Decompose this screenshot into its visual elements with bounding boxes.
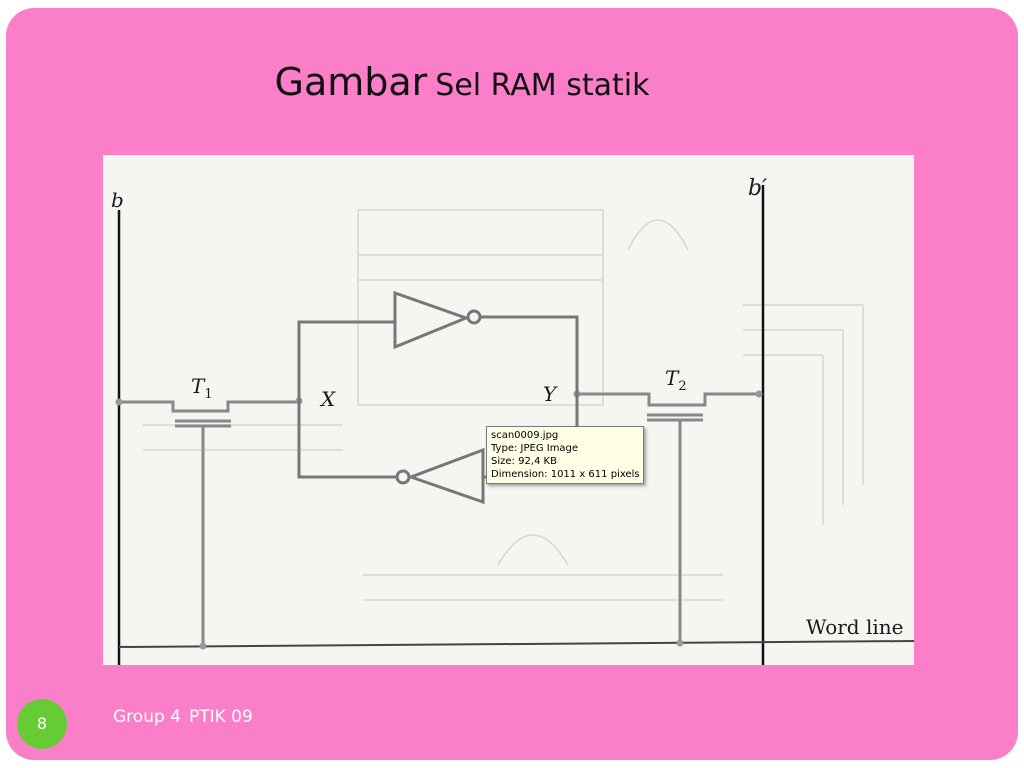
footer-course: PTIK 09 [188, 707, 253, 727]
label-word-line: Word line [806, 615, 903, 639]
page-number-badge: 8 [17, 699, 67, 749]
slide-footer: Group 4 PTIK 09 [113, 707, 253, 727]
inverter-top [297, 290, 579, 401]
footer-group: Group 4 [113, 707, 181, 727]
title-main: Gambar [274, 60, 428, 104]
sram-cell-figure[interactable]: b b′ T1 T2 X Y Word line [103, 155, 914, 665]
word-line [118, 640, 914, 648]
transistor-t1 [119, 400, 299, 647]
file-info-tooltip: scan0009.jpg Type: JPEG Image Size: 92,4… [486, 426, 644, 484]
label-x: X [319, 387, 336, 411]
label-t1: T1 [191, 374, 213, 402]
label-y: Y [543, 382, 558, 406]
circuit-diagram: b b′ T1 T2 X Y Word line [111, 176, 914, 665]
transistor-t2 [577, 392, 759, 643]
tooltip-dimension: Dimension: 1011 x 611 pixels [491, 469, 640, 480]
tooltip-type: Type: JPEG Image [491, 443, 579, 454]
label-b-prime: b′ [748, 176, 767, 201]
tooltip-size: Size: 92,4 KB [491, 456, 557, 467]
label-b: b [111, 188, 124, 212]
label-t2: T2 [665, 366, 687, 394]
title-sub: Sel RAM statik [435, 68, 650, 103]
tooltip-filename: scan0009.jpg [491, 430, 559, 441]
scan-background-faint [143, 209, 864, 601]
